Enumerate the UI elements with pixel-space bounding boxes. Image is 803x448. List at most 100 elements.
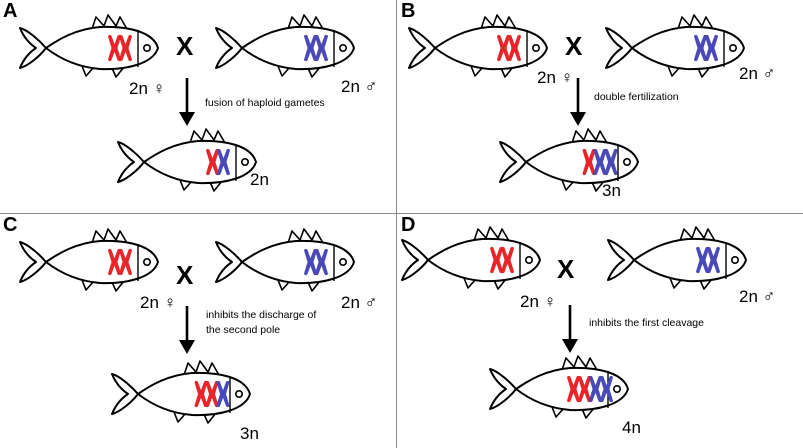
fish-body [19, 239, 159, 285]
offspring-ploidy-c: 3n [240, 424, 259, 443]
dorsal-fin [91, 228, 128, 244]
cross-symbol-c: X [176, 260, 194, 290]
maternal-chromosome [567, 375, 580, 403]
process-label-b: double fertilization [594, 91, 679, 103]
maternal-chromosome [206, 148, 219, 176]
process-label-c-line2: the second pole [206, 324, 281, 336]
fish-body [499, 139, 639, 185]
dorsal-fin [91, 14, 128, 30]
fish-body [607, 237, 747, 283]
offspring-ploidy-d: 4n [622, 418, 641, 437]
paternal-chromosome [593, 148, 607, 176]
male-ploidy-b: 2n ♂ [739, 64, 776, 83]
ventral-fin [669, 277, 713, 290]
fish-outline [401, 226, 541, 290]
ventral-fin [463, 277, 507, 290]
process-label-d: inhibits the first cleavage [589, 317, 704, 329]
fish-outline [19, 228, 159, 292]
dorsal-fin [480, 14, 517, 30]
offspring-ploidy-b: 3n [602, 181, 621, 200]
fish-outline [499, 128, 639, 192]
fish-body [489, 366, 629, 412]
dorsal-fin [287, 14, 324, 30]
fish-body [408, 25, 548, 71]
vertical-divider [396, 0, 397, 448]
female-ploidy-c: 2n ♀ [140, 293, 177, 312]
ventral-fin [277, 279, 321, 292]
paternal-chromosome [600, 375, 613, 403]
panel-label-a: A [3, 0, 18, 22]
fish-eye [339, 257, 348, 266]
fish-offspring-a [114, 126, 264, 205]
process-label-c-line1: inhibits the discharge of [206, 309, 317, 321]
maternal-chromosome [501, 246, 514, 274]
fish-body [117, 139, 257, 185]
dorsal-fin [183, 360, 220, 376]
paternal-chromosome [705, 34, 718, 62]
fish-eye [613, 384, 622, 393]
dorsal-fin [677, 14, 714, 30]
ventral-fin [179, 179, 223, 192]
paternal-chromosome [216, 380, 230, 408]
dorsal-fin [679, 226, 716, 242]
fish-female-c [16, 226, 166, 305]
paternal-chromosome [217, 148, 230, 176]
paternal-chromosome [694, 34, 707, 62]
fish-outline [607, 226, 747, 290]
paternal-chromosome [696, 246, 709, 274]
fish-outline [111, 360, 251, 424]
maternal-chromosome [205, 380, 219, 408]
ventral-fin [561, 179, 605, 192]
paternal-chromosome [707, 246, 720, 274]
ventral-fin [81, 65, 125, 78]
fish-male-a [212, 12, 362, 91]
fish-body [605, 25, 745, 71]
ventral-fin [551, 406, 595, 419]
dorsal-fin [561, 355, 598, 371]
fish-outline [117, 128, 257, 192]
paternal-chromosome [304, 248, 317, 276]
fish-outline [605, 14, 745, 78]
fish-offspring-b [496, 126, 646, 205]
fish-body [401, 237, 541, 283]
fish-male-d [604, 224, 754, 303]
maternal-chromosome [582, 148, 596, 176]
female-ploidy-a: 2n ♀ [129, 79, 166, 98]
fish-outline [489, 355, 629, 419]
fish-male-c [212, 226, 362, 305]
fish-male-b [602, 12, 752, 91]
fish-outline [408, 14, 548, 78]
paternal-chromosome [304, 34, 317, 62]
offspring-ploidy-a: 2n [250, 170, 269, 189]
fish-eye [623, 157, 632, 166]
fish-body [19, 25, 159, 71]
maternal-chromosome [490, 246, 503, 274]
fish-eye [143, 257, 152, 266]
male-ploidy-a: 2n ♂ [341, 77, 378, 96]
fish-offspring-d [486, 353, 636, 432]
paternal-chromosome [315, 248, 328, 276]
fish-female-d [398, 224, 548, 303]
paternal-chromosome [604, 148, 618, 176]
dorsal-fin [287, 228, 324, 244]
maternal-chromosome [497, 34, 510, 62]
dorsal-fin [571, 128, 608, 144]
maternal-chromosome [194, 380, 208, 408]
cross-symbol-d: X [557, 254, 575, 284]
horizontal-divider [0, 213, 803, 214]
dorsal-fin [473, 226, 510, 242]
fish-outline [19, 14, 159, 78]
maternal-chromosome [119, 34, 132, 62]
maternal-chromosome [119, 248, 132, 276]
cross-symbol-a: X [176, 31, 194, 61]
fish-body [215, 239, 355, 285]
fish-eye [235, 389, 244, 398]
arrow-down-c [179, 306, 195, 354]
process-label-c: inhibits the discharge of the second pol… [206, 308, 316, 338]
fish-eye [532, 43, 541, 52]
panel-label-b: B [401, 0, 416, 22]
fish-eye [729, 43, 738, 52]
maternal-chromosome [508, 34, 521, 62]
fish-eye [525, 255, 534, 264]
panel-label-d: D [401, 214, 416, 236]
